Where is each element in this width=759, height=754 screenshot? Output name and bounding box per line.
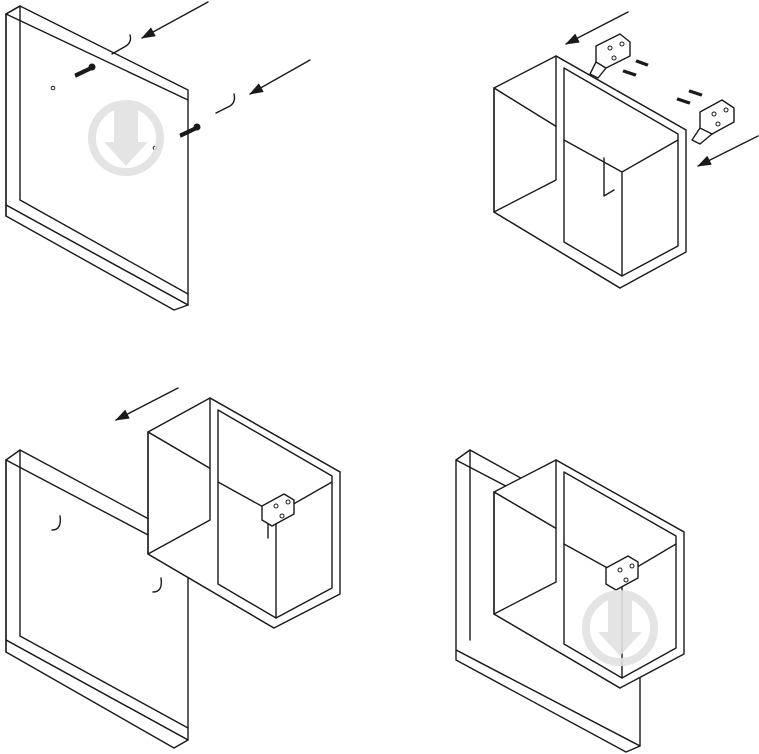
watermark-logo-icon (582, 590, 658, 666)
open-box (493, 55, 687, 289)
screw-icon (74, 63, 96, 78)
hook-icon (111, 34, 132, 55)
bracket-icon (261, 493, 295, 539)
panel-hang-box-on-board (5, 387, 341, 749)
arrow-icon (565, 11, 629, 45)
arrow-icon (115, 387, 179, 421)
arrow-icon (141, 1, 209, 39)
hook-icon (51, 515, 62, 531)
screw-icon (622, 59, 649, 77)
hook-icon (215, 93, 236, 114)
arrow-icon (697, 135, 759, 167)
watermark-logo-icon (88, 100, 164, 176)
arrow-icon (249, 59, 311, 95)
hook-icon (152, 577, 163, 593)
panel-attach-brackets-to-box (493, 11, 759, 289)
screw-icon (179, 123, 201, 138)
open-box (147, 397, 341, 629)
bracket-icon (691, 99, 735, 145)
panel-assembled-shelf (455, 449, 685, 753)
bracket-icon (605, 555, 639, 591)
screw-icon (676, 89, 703, 105)
bracket-icon (589, 33, 631, 79)
